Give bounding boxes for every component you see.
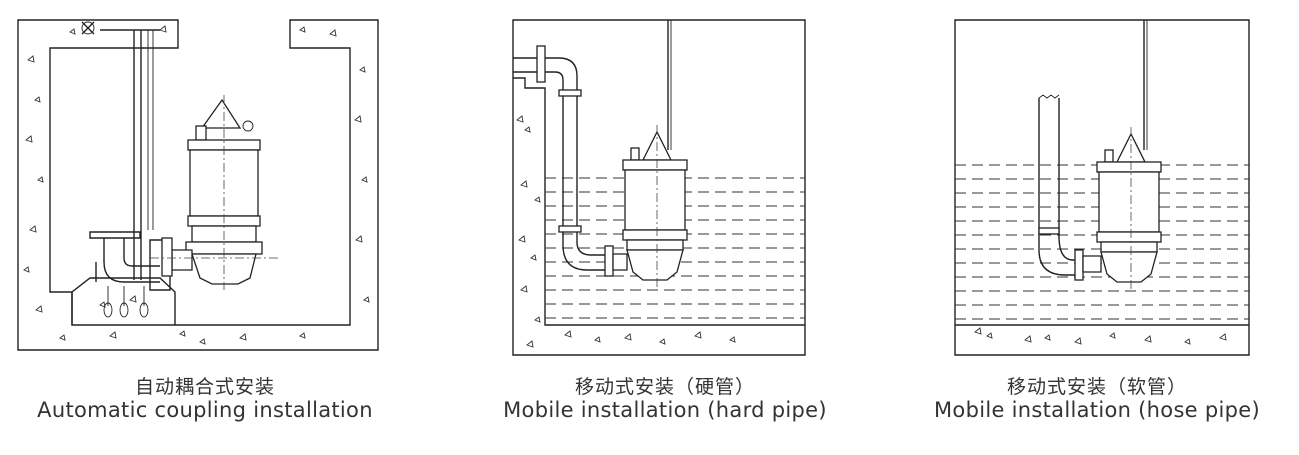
concrete-aggregate (516, 115, 736, 348)
mobile-hard-pipe-diagram (512, 19, 806, 356)
caption-english: Mobile installation (hard pipe) (503, 398, 827, 422)
caption-english: Automatic coupling installation (37, 398, 373, 422)
pump-body (1082, 132, 1162, 283)
caption-english: Mobile installation (hose pipe) (934, 398, 1260, 422)
concrete-aggregate (974, 327, 1227, 345)
mobile-hose-pipe-diagram (954, 19, 1250, 356)
automatic-coupling-diagram (17, 19, 379, 351)
caption-chinese: 移动式安装（硬管） (574, 376, 755, 398)
pump-body (612, 130, 688, 281)
pump-body (161, 98, 263, 285)
panel-automatic-coupling: 自动耦合式安装 Automatic coupling installation (0, 0, 410, 455)
concrete-aggregate (23, 25, 370, 345)
panel-mobile-hose-pipe: 移动式安装（软管） Mobile installation (hose pipe… (895, 0, 1299, 455)
panel-mobile-hard-pipe: 移动式安装（硬管） Mobile installation (hard pipe… (455, 0, 875, 455)
caption-chinese: 移动式安装（软管） (1006, 376, 1187, 398)
caption-chinese: 自动耦合式安装 (134, 376, 275, 398)
